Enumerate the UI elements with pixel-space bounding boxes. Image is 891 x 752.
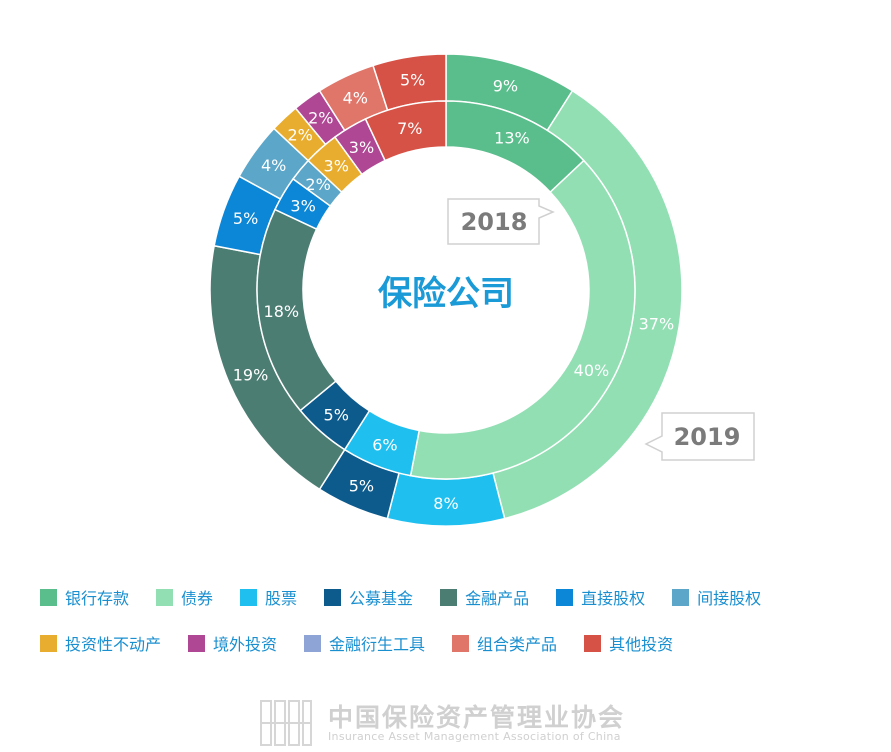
donut-chart: 9%37%8%5%19%5%4%2%2%4%5%13%40%6%5%18%3%2… — [209, 53, 755, 527]
callout-2019-label: 2019 — [674, 423, 741, 451]
callout-2018: 2018 — [447, 198, 555, 245]
inner-slice-label-0: 13% — [494, 129, 530, 148]
outer-slice-label-8: 2% — [308, 109, 333, 128]
legend-swatch — [188, 634, 206, 652]
legend-swatch — [40, 634, 57, 652]
inner-slice-label-5: 3% — [290, 196, 315, 215]
legend-item-public-funds[interactable]: 公募基金 — [324, 585, 413, 609]
legend-swatch — [324, 588, 342, 606]
outer-slice-label-11: 5% — [400, 71, 425, 90]
legend-label: 境外投资 — [213, 635, 278, 654]
outer-slice-label-1: 37% — [639, 314, 675, 333]
outer-slice-label-0: 9% — [493, 76, 518, 95]
legend-item-portfolio-products[interactable]: 组合类产品 — [452, 631, 557, 655]
legend-label: 银行存款 — [65, 589, 130, 608]
legend-item-other-investments[interactable]: 其他投资 — [584, 631, 673, 655]
legend-swatch — [156, 588, 174, 606]
callout-2019: 2019 — [644, 412, 755, 461]
legend-label: 其他投资 — [609, 635, 674, 654]
legend-item-overseas[interactable]: 境外投资 — [188, 631, 277, 655]
legend-label: 间接股权 — [697, 589, 762, 608]
outer-slice-label-7: 2% — [287, 126, 312, 145]
inner-slice-11[interactable] — [364, 100, 447, 162]
legend-label: 组合类产品 — [477, 635, 558, 654]
legend-swatch — [584, 634, 602, 652]
callout-2018-label: 2018 — [461, 208, 528, 236]
watermark-name-en: Insurance Asset Management Association o… — [328, 730, 621, 743]
legend-row-1: 银行存款 债券 股票 公募基金 金融产品 直接股权 间接股权 — [40, 582, 860, 612]
inner-slice-label-4: 18% — [264, 302, 300, 321]
legend-label: 金融产品 — [465, 589, 530, 608]
legend-swatch — [304, 634, 322, 652]
legend-item-indirect-equity[interactable]: 间接股权 — [672, 585, 761, 609]
inner-slice-label-3: 5% — [324, 406, 349, 425]
inner-slice-label-8: 3% — [349, 138, 374, 157]
outer-slice-label-4: 19% — [233, 366, 269, 385]
legend-swatch — [452, 634, 470, 652]
legend-item-direct-equity[interactable]: 直接股权 — [556, 585, 645, 609]
legend-item-financial-products[interactable]: 金融产品 — [440, 585, 529, 609]
slice-labels: 9%37%8%5%19%5%4%2%2%4%5%13%40%6%5%18%3%2… — [233, 71, 674, 513]
legend-item-bonds[interactable]: 债券 — [156, 585, 213, 609]
legend-item-stocks[interactable]: 股票 — [240, 585, 297, 609]
outer-slice-label-2: 8% — [433, 494, 458, 513]
chart-title: 保险公司 — [378, 274, 514, 314]
legend-item-derivatives[interactable]: 金融衍生工具 — [304, 631, 425, 655]
outer-slice-label-5: 5% — [233, 209, 258, 228]
inner-slice-1[interactable] — [409, 159, 636, 480]
legend-item-bank-deposit[interactable]: 银行存款 — [40, 585, 129, 609]
legend-swatch — [556, 588, 574, 606]
legend-row-2: 投资性不动产 境外投资 金融衍生工具 组合类产品 其他投资 — [40, 628, 860, 658]
inner-slice-label-11: 7% — [397, 119, 422, 138]
legend-swatch — [440, 588, 458, 606]
legend-label: 股票 — [265, 589, 298, 608]
inner-slice-label-6: 2% — [305, 175, 330, 194]
legend-label: 金融衍生工具 — [329, 635, 426, 654]
legend-item-real-estate[interactable]: 投资性不动产 — [40, 631, 161, 655]
inner-slice-label-2: 6% — [372, 435, 397, 454]
legend: 银行存款 债券 股票 公募基金 金融产品 直接股权 间接股权 投资性不动产 境外… — [40, 582, 860, 674]
outer-slice-label-10: 4% — [343, 88, 368, 107]
legend-swatch — [672, 588, 690, 606]
outer-slice-label-3: 5% — [349, 476, 374, 495]
legend-label: 直接股权 — [581, 589, 646, 608]
legend-label: 债券 — [181, 589, 214, 608]
association-logo-icon — [260, 700, 312, 746]
inner-ring-2018 — [256, 100, 636, 480]
legend-swatch — [40, 588, 57, 606]
legend-label: 公募基金 — [349, 589, 414, 608]
inner-slice-label-1: 40% — [574, 361, 610, 380]
legend-swatch — [240, 588, 258, 606]
legend-label: 投资性不动产 — [65, 635, 162, 654]
watermark-name-cn: 中国保险资产管理业协会 — [328, 703, 626, 732]
watermark: 中国保险资产管理业协会 Insurance Asset Management A… — [258, 696, 638, 748]
inner-slice-label-7: 3% — [324, 156, 349, 175]
outer-slice-label-6: 4% — [261, 156, 286, 175]
